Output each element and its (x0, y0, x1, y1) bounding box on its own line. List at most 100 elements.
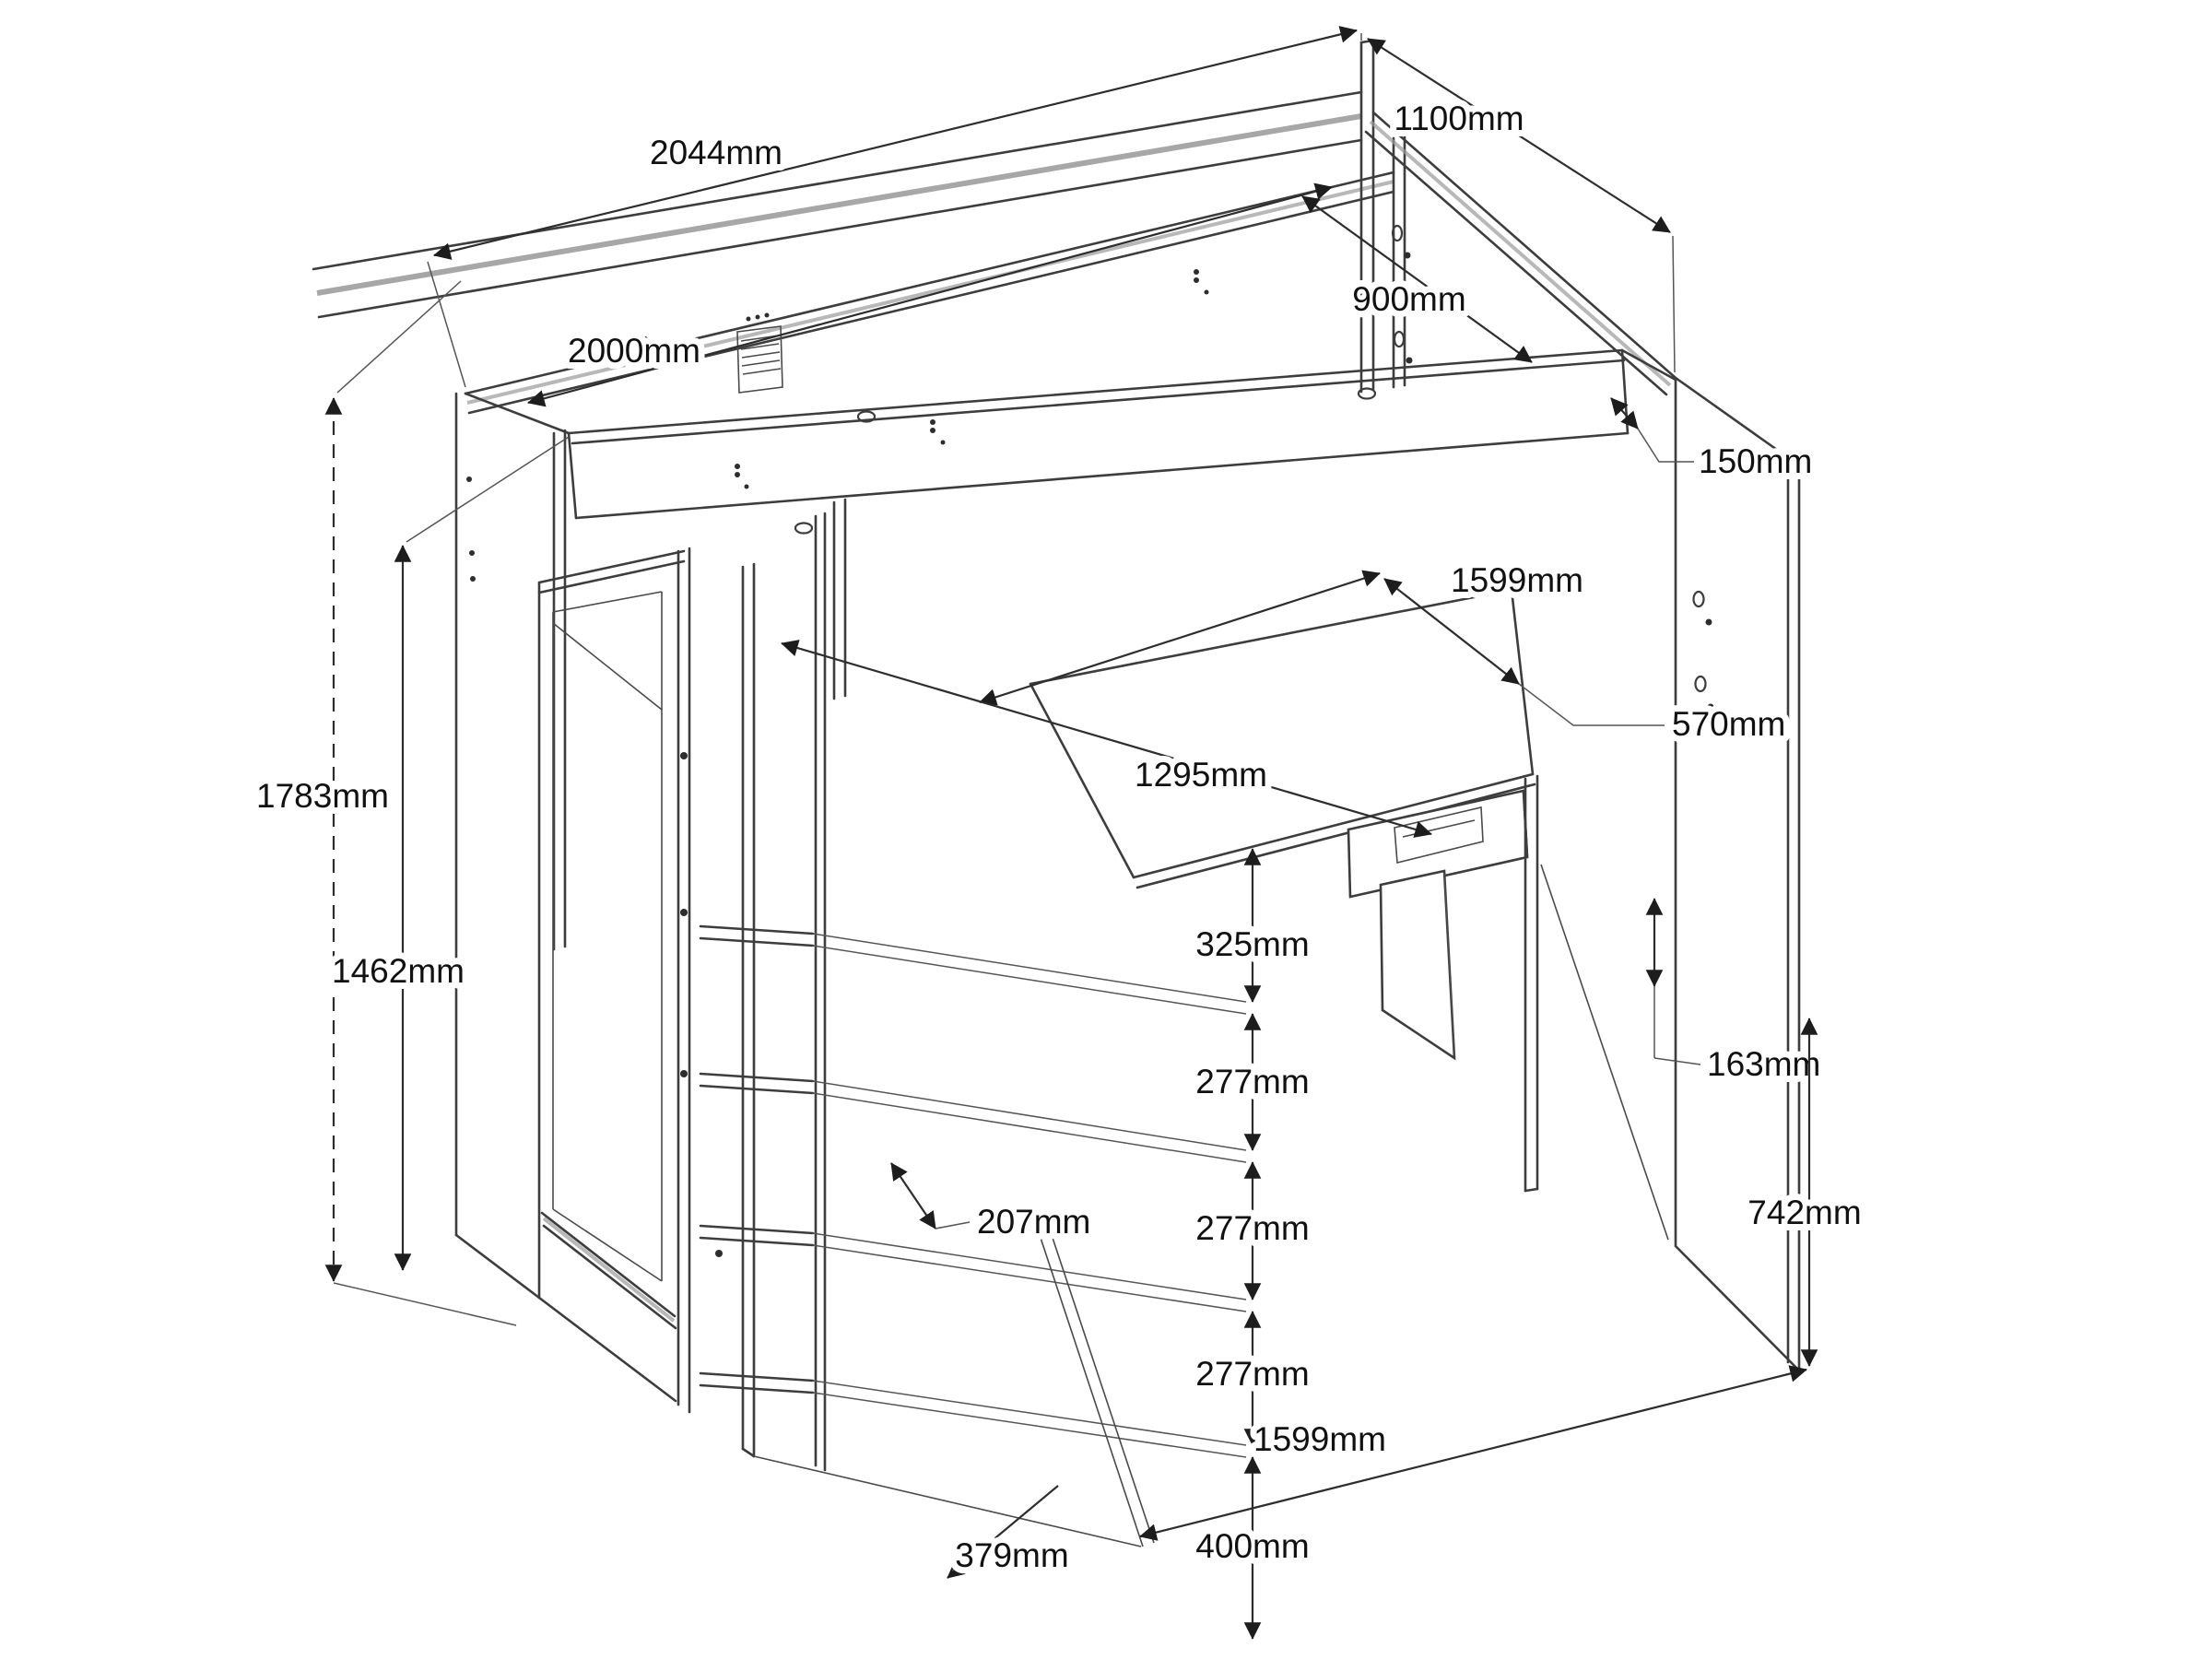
kick-rail-hatch (542, 1217, 676, 1323)
wardrobe-bottom-front-edge (537, 1296, 677, 1403)
vent-dot (746, 316, 751, 322)
shelf (699, 1224, 1247, 1312)
dim-label-desk-height: 742mm (1747, 1194, 1861, 1231)
screw-dot (469, 550, 475, 556)
screw-dot (466, 477, 472, 482)
deck-left-depth-edge (464, 392, 571, 435)
shelf (699, 924, 1247, 1015)
screw-dot (1705, 618, 1712, 626)
screw-dot (1406, 357, 1413, 364)
kick-rail-bottom (542, 1224, 677, 1330)
back-rail-top-edge (312, 90, 1363, 271)
vent-slot (741, 359, 781, 367)
dim-label-shelf-depth: 379mm (955, 1536, 1068, 1574)
door-diagonal-accent (552, 622, 663, 711)
dim-label-shelf-gap-3: 277mm (1195, 1209, 1309, 1247)
deck-bolt-marks (642, 269, 1209, 489)
front-rail-bottom-edge (574, 431, 1630, 520)
hinge-dot (715, 1250, 723, 1257)
front-rail-top-inner (571, 359, 1626, 445)
dim-label-desk-length-top: 1599mm (1451, 561, 1583, 599)
dim-label-drawer-height: 163mm (1707, 1045, 1820, 1083)
drawer-handle (1394, 806, 1484, 865)
dim-desk-depth: 570mm (1383, 578, 1792, 749)
dim-label-bed-interior-length: 2000mm (568, 332, 700, 370)
back-rail-hatch (316, 113, 1362, 296)
cam-hole (1692, 590, 1705, 608)
dim-shelf-thickness: 207mm (890, 1162, 1097, 1247)
shelf (699, 1072, 1247, 1163)
dimensions: 2044mm 1100mm 900mm 2000mm 150mm 1599mm (250, 26, 1868, 1640)
right-depth-lower-edge (1364, 130, 1668, 396)
dim-label-shelf-gap-1: 325mm (1195, 925, 1309, 963)
bed-frame (312, 39, 1801, 1374)
cam-hole (1393, 330, 1406, 348)
dim-overall-depth: 1100mm (1367, 38, 1676, 373)
front-rail-top-edge (567, 348, 1624, 435)
dim-desk-length-top: 1599mm (979, 555, 1590, 706)
desk-leg-edge (1443, 872, 1455, 1056)
dim-label-bed-interior-width: 900mm (1352, 280, 1465, 318)
dim-shelf-depth: 379mm (947, 1485, 1076, 1581)
dim-label-shelf-thickness: 207mm (977, 1203, 1090, 1241)
hinge-dot (680, 752, 688, 759)
vent-slot (741, 351, 781, 359)
door-bottom-edge (552, 1208, 663, 1282)
desk-leg (1379, 869, 1456, 1061)
right-depth-top-edge (1371, 111, 1677, 380)
dim-bed-interior-width: 900mm (1301, 195, 1533, 363)
deck-hole (1357, 387, 1377, 400)
desk (1029, 588, 1539, 1193)
hinge-dot (680, 909, 688, 916)
desk-top-left-edge (1029, 682, 1135, 879)
deck-hole (794, 522, 814, 535)
shelf (699, 1371, 1247, 1458)
vent-dot (764, 312, 770, 318)
shelf-ladder (699, 512, 1247, 1547)
dim-label-shelf-gap-4: 277mm (1195, 1355, 1309, 1393)
dim-label-desk-length-bottom: 1599mm (1253, 1420, 1386, 1458)
wardrobe-left-bottom-edge (454, 1233, 541, 1300)
dim-label-bottom-shelf-to-floor: 400mm (1195, 1527, 1309, 1565)
wardrobe (454, 392, 723, 1414)
vent-slot (742, 368, 782, 375)
dim-desk-length-bottom: 1599mm (1139, 1365, 1807, 1541)
desk-right-support-foot (1524, 1187, 1539, 1193)
screw-dot (1707, 703, 1714, 711)
dim-label-desk-depth: 570mm (1672, 705, 1785, 743)
ladder-stile-foot (741, 1447, 756, 1458)
dim-label-overall-length: 2044mm (650, 134, 782, 171)
door-top-edge (552, 591, 663, 613)
right-depth-hatch (1369, 120, 1672, 387)
front-rail-right-cap (1620, 348, 1630, 435)
desk-top-right-edge (1510, 588, 1535, 776)
cam-hole (1694, 675, 1707, 693)
dim-overall-height: 1783mm (250, 280, 517, 1326)
dim-label-overall-height: 1783mm (256, 777, 389, 815)
rail-to-panel-joint (1620, 348, 1677, 382)
dim-guard-rail-height: 150mm (1610, 397, 1818, 487)
ladder-front-corner-edge2 (1050, 1231, 1155, 1544)
kick-rail-top (540, 1211, 677, 1318)
dim-label-guard-rail-height: 150mm (1699, 442, 1812, 480)
wardrobe-top-edge-inner (537, 559, 686, 594)
vent-dot (755, 314, 760, 320)
screw-dot (470, 576, 476, 582)
desk-top-back-edge (1029, 588, 1513, 686)
wardrobe-top-edge (537, 549, 686, 584)
dim-under-bed-clearance: 1295mm (781, 640, 1432, 838)
hinge-dot (680, 1070, 688, 1077)
right-panel-base-edge (1540, 864, 1669, 1241)
dim-label-under-bed-clearance: 1295mm (1135, 756, 1267, 794)
dim-label-height-to-bed-base: 1462mm (332, 952, 465, 990)
vent-grille (736, 312, 783, 394)
dim-desk-height: 742mm (1741, 1018, 1868, 1367)
deck-edge-hatch (466, 180, 1394, 405)
dim-label-overall-depth: 1100mm (1394, 100, 1524, 137)
dim-bed-interior-length: 2000mm (527, 182, 1333, 407)
deck-hole (856, 410, 877, 423)
front-rail-left-cap (567, 431, 578, 520)
ladder-front-corner-edge (1039, 1234, 1144, 1547)
